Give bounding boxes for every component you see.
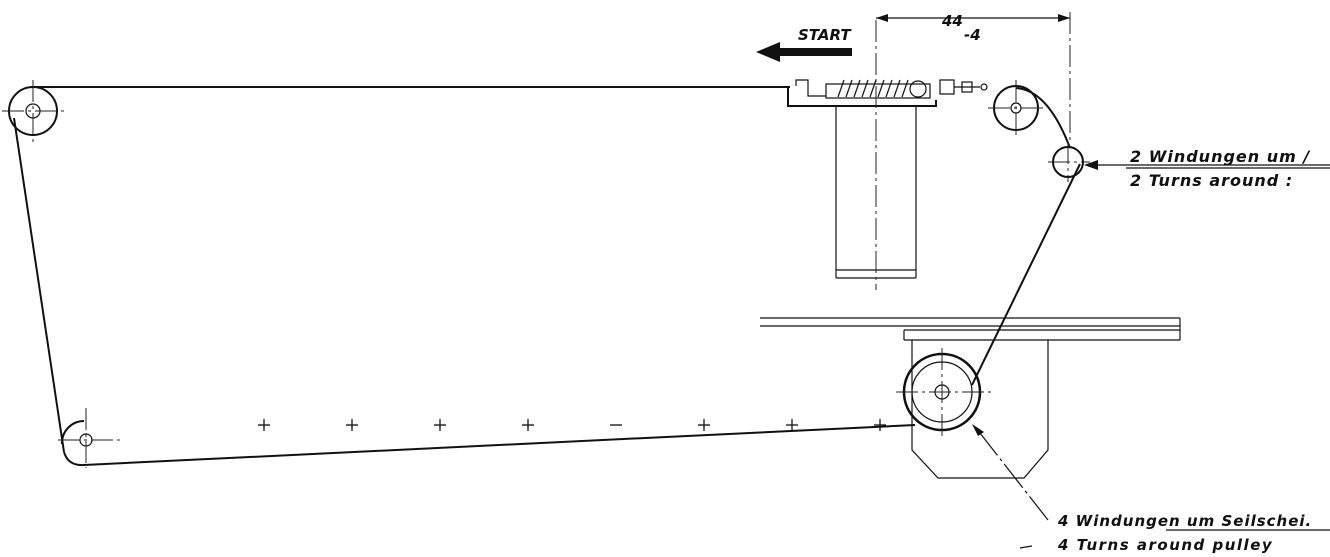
upper-note-german: 2 Windungen um / (1130, 147, 1310, 166)
start-label: START (798, 26, 852, 44)
spring-housing (835, 20, 917, 290)
lower-note-english: 4 Turns around pulley (1057, 536, 1273, 554)
pulley-bracket (911, 340, 1049, 479)
lower-note-german: 4 Windungen um Seilschei. (1057, 512, 1312, 530)
cable-diagonal-run (971, 163, 1081, 386)
cable-pulley-wrap (1015, 87, 1071, 149)
lower-annotation: 4 Windungen um Seilschei. 4 Turns around… (972, 424, 1330, 554)
lower-drive-pulley (896, 348, 992, 440)
dimension-line: 44 -4 (876, 12, 1070, 44)
upper-annotation: 2 Windungen um / 2 Turns around : (1084, 147, 1330, 190)
cable-loop (13, 86, 1081, 467)
right-upper-pulley (988, 80, 1044, 136)
cable-left-corner (63, 451, 85, 467)
bottom-left-pulley (58, 408, 122, 468)
guide-roller-marks (258, 419, 886, 431)
top-left-pulley (2, 80, 66, 142)
right-small-pulley (1048, 12, 1090, 182)
upper-note-english: 2 Turns around : (1130, 171, 1293, 190)
base-frame (760, 317, 1181, 479)
cable-bottom-run (83, 424, 916, 466)
start-indicator: START (756, 26, 852, 62)
dimension-tolerance-text: -4 (964, 26, 981, 44)
cable-left-run (13, 117, 65, 453)
dimension-main-text: 44 (941, 12, 963, 30)
spring-coils (837, 79, 909, 98)
start-arrow-icon (756, 42, 852, 62)
spring-tensioner (787, 79, 988, 107)
